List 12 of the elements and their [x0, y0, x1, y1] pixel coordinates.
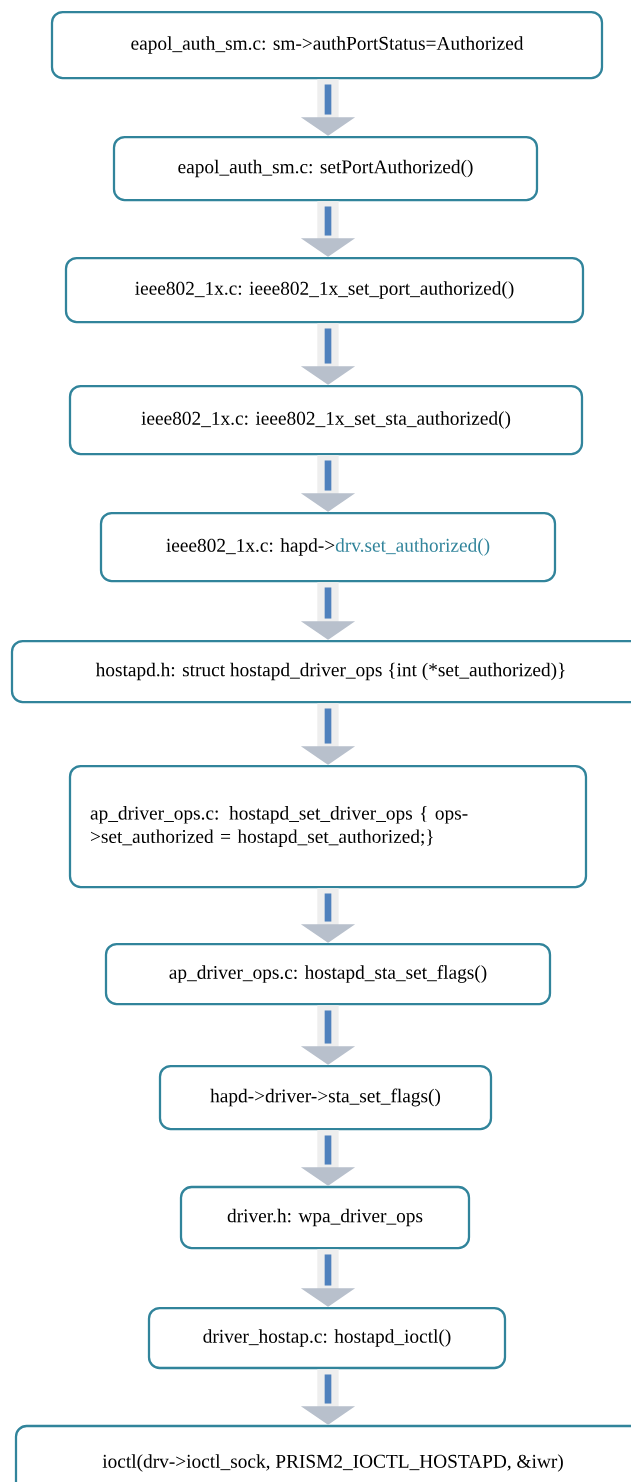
process-box: ioctl(drv->ioctl_sock, PRISM2_IOCTL_HOSTAPD, &iwr) — [14, 1424, 631, 1482]
process-box: eapol_auth_sm.c: sm->authPortStatus=Authorized — [50, 10, 604, 80]
process-box: ap_driver_ops.c: hostapd_sta_set_flags() — [104, 942, 552, 1006]
process-box: driver_hostap.c: hostapd_ioctl() — [147, 1306, 507, 1370]
process-box: ieee802_1x.c: ieee802_1x_set_port_authorized() — [64, 256, 585, 324]
process-box: ieee802_1x.c: hapd->drv.set_authorized() — [99, 511, 557, 583]
process-box: hapd->driver->sta_set_flags() — [158, 1064, 493, 1131]
process-box: ap_driver_ops.c: hostapd_set_driver_ops { ops->set_authorized = hostapd_set_authorized;} — [68, 764, 588, 889]
process-box: hostapd.h: struct hostapd_driver_ops {int (*set_authorized)} — [10, 639, 631, 704]
process-box: driver.h: wpa_driver_ops — [179, 1185, 471, 1250]
process-box: ieee802_1x.c: ieee802_1x_set_sta_authorized() — [68, 384, 584, 456]
process-box: eapol_auth_sm.c: setPortAuthorized() — [112, 135, 539, 202]
